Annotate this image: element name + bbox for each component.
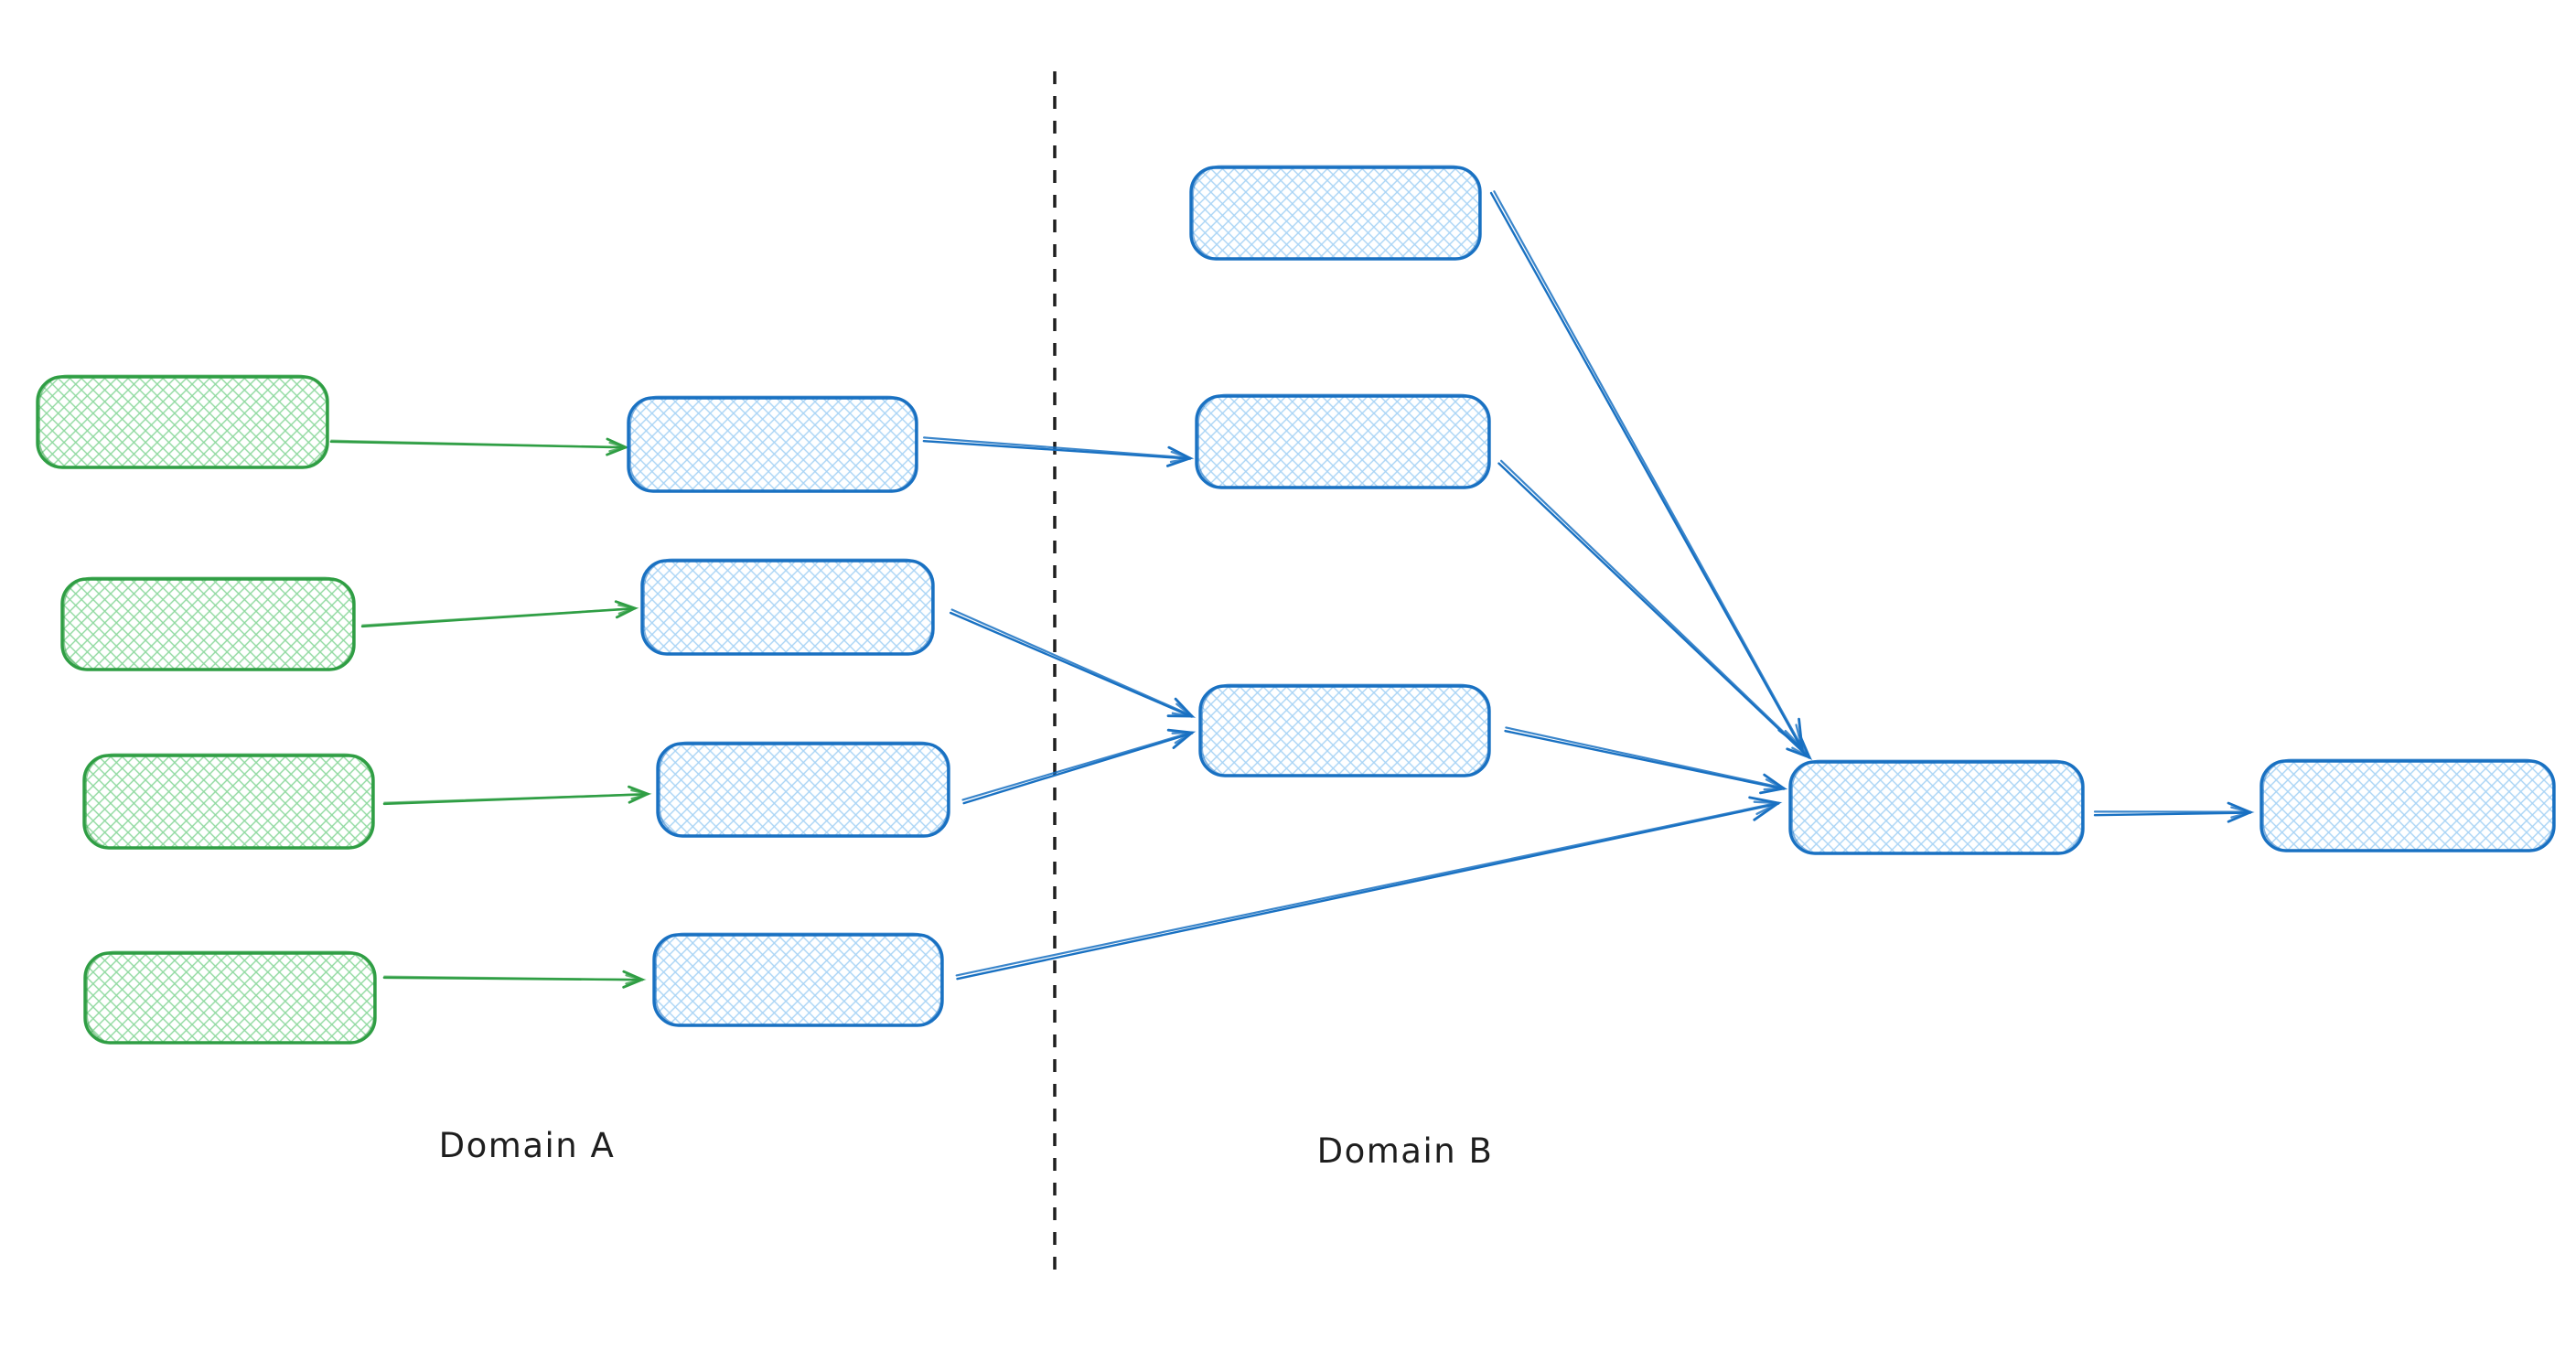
arrow-process3-merge1[interactable] <box>961 728 1197 805</box>
node-domain-a-source-1[interactable] <box>36 374 329 469</box>
arrow-source4-process4[interactable] <box>382 970 647 989</box>
arrow-merge1-aggregator[interactable] <box>1504 726 1788 795</box>
node-domain-a-source-3[interactable] <box>82 753 375 850</box>
arrow-input1-aggregator[interactable] <box>1489 190 1805 753</box>
domain-a-label[interactable]: Domain A <box>439 1126 616 1165</box>
arrow-source2-process2[interactable] <box>360 600 639 628</box>
domain-b-label[interactable]: Domain B <box>1317 1131 1494 1171</box>
node-domain-a-process-4[interactable] <box>652 932 944 1027</box>
node-domain-a-process-3[interactable] <box>656 741 950 838</box>
arrow-process4-aggregator[interactable] <box>955 796 1783 981</box>
node-domain-a-source-4[interactable] <box>83 950 377 1045</box>
node-domain-b-aggregator[interactable] <box>1788 759 2085 855</box>
arrow-aggregator-output[interactable] <box>2093 801 2255 823</box>
node-domain-a-process-1[interactable] <box>627 395 918 493</box>
node-domain-a-source-2[interactable] <box>60 576 356 671</box>
node-domain-b-stage-1[interactable] <box>1195 393 1491 489</box>
node-domain-a-process-2[interactable] <box>640 558 935 656</box>
node-domain-b-merge-1[interactable] <box>1198 683 1491 777</box>
arrow-stage1-aggregator[interactable] <box>1497 459 1813 761</box>
arrow-process2-merge1[interactable] <box>949 608 1197 718</box>
arrow-source1-process1[interactable] <box>329 437 630 456</box>
node-domain-b-output[interactable] <box>2259 758 2556 852</box>
arrow-process1-stage1[interactable] <box>922 436 1195 467</box>
arrow-source3-process3[interactable] <box>382 785 652 806</box>
node-domain-b-input-1[interactable] <box>1189 165 1482 261</box>
